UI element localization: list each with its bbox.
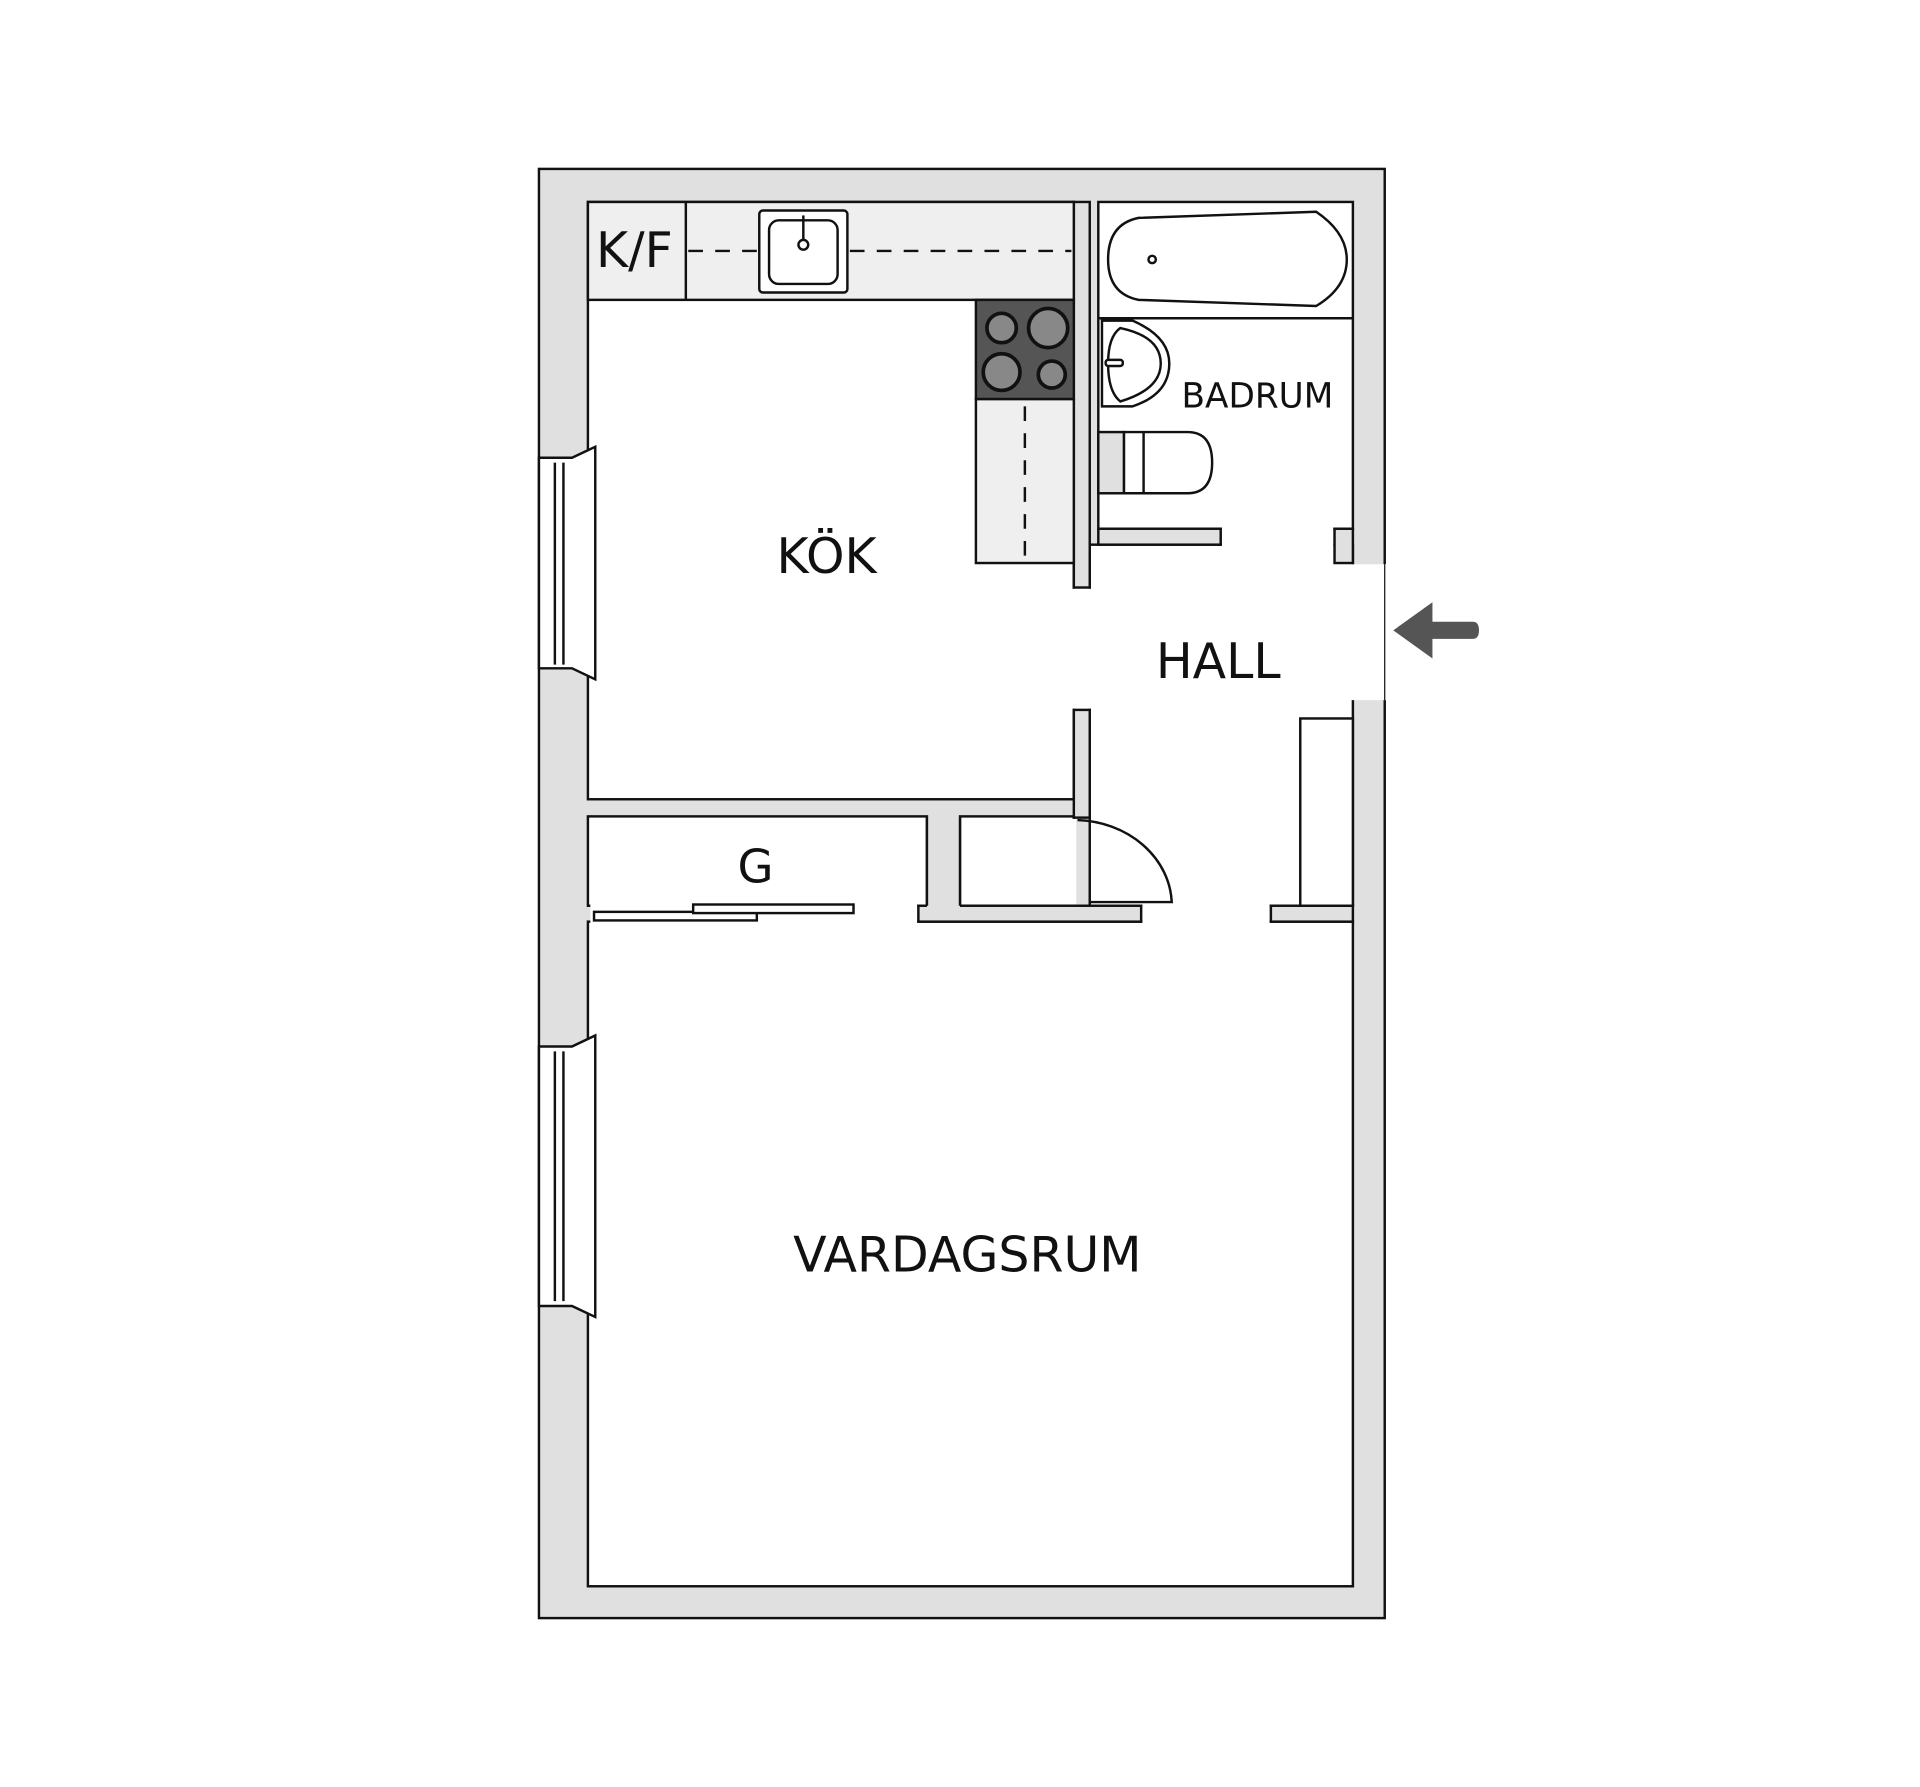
label-kitchen: KÖK [777, 527, 879, 585]
bath-door-opening [1221, 526, 1334, 548]
sliding-door-1[interactable] [592, 910, 759, 922]
bathtub-icon [1106, 210, 1348, 308]
entrance-opening[interactable] [1350, 564, 1388, 701]
toilet-icon [1122, 430, 1214, 495]
kitchen-hall-opening [1071, 588, 1093, 709]
living-room-area [586, 920, 1355, 1588]
sliding-door-2[interactable] [691, 903, 855, 915]
arrow-left-icon [1393, 602, 1479, 659]
label-hall: HALL [1156, 633, 1281, 690]
closet2-door-opening [1071, 818, 1077, 905]
label-closet: G [738, 839, 774, 893]
label-fridge-freezer: K/F [596, 222, 673, 279]
window-kitchen [537, 444, 597, 682]
hall-living-opening [1142, 902, 1270, 925]
wardrobe [1299, 717, 1355, 907]
label-living-room: VARDAGSRUM [793, 1227, 1141, 1284]
closet-door[interactable] [1077, 818, 1174, 904]
toilet-wall [1097, 430, 1126, 495]
closet-2-area [958, 815, 1076, 907]
window-living [537, 1033, 597, 1319]
label-bathroom: BADRUM [1182, 377, 1334, 417]
counter-side [974, 397, 1076, 565]
